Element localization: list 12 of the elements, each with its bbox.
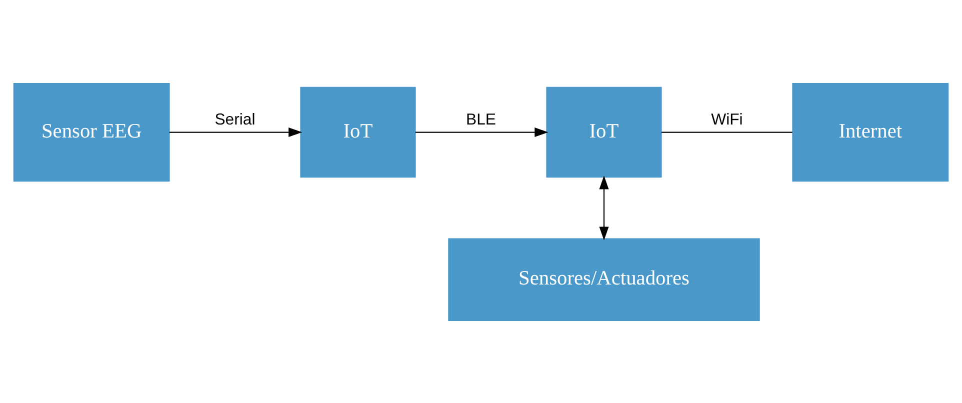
arrow	[415, 127, 548, 137]
arrow	[169, 127, 302, 137]
node-box: IoT	[546, 86, 662, 178]
edge-label: WiFi	[711, 111, 743, 128]
node-box: Internet	[792, 82, 949, 182]
connector	[661, 131, 792, 132]
node-box: Sensor EEG	[13, 82, 170, 182]
edge-label: BLE	[466, 111, 496, 128]
node-box: IoT	[300, 86, 416, 178]
node-box: Sensores/Actuadores	[448, 238, 760, 321]
edge-label: Serial	[214, 111, 256, 128]
arrow	[599, 175, 609, 240]
